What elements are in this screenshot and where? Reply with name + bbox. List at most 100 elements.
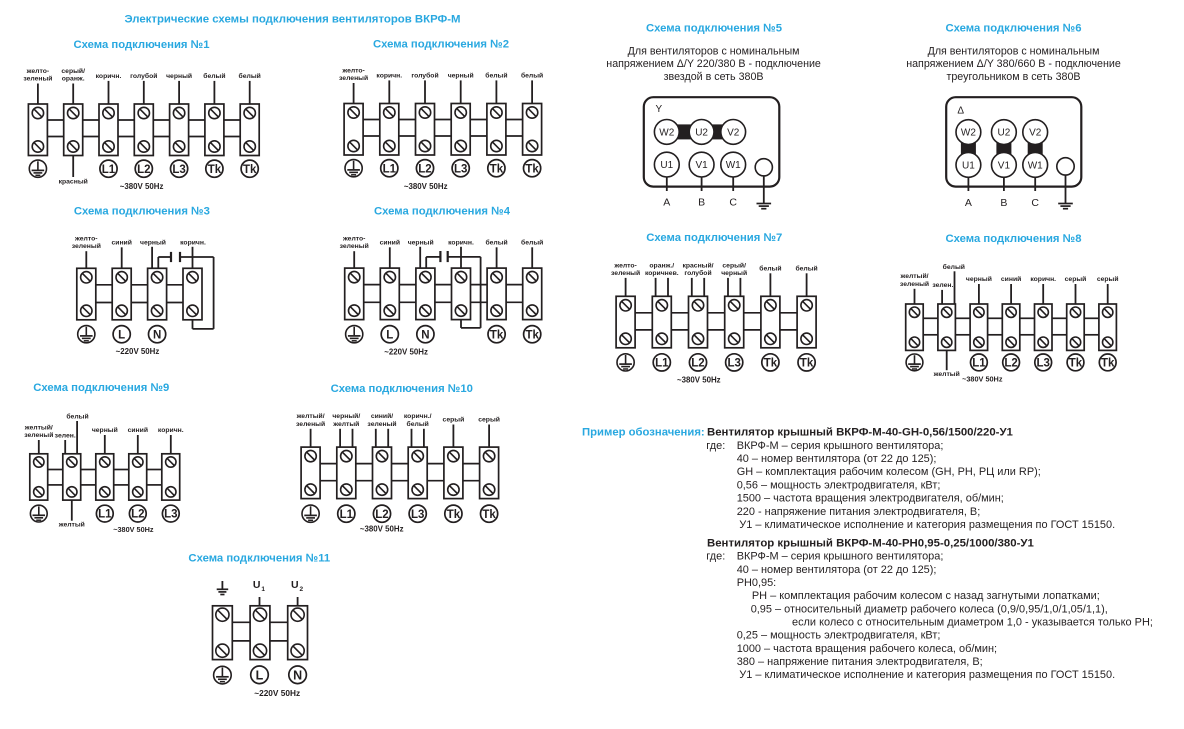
svg-text:оранж./: оранж./ bbox=[649, 262, 674, 269]
svg-text:коричн.: коричн. bbox=[376, 72, 402, 79]
svg-text:черный: черный bbox=[448, 71, 474, 79]
svg-text:Tk: Tk bbox=[764, 358, 778, 370]
svg-text:Вентилятор крышный ВКРФ-М-40-G: Вентилятор крышный ВКРФ-М-40-GH-0,56/150… bbox=[707, 427, 1014, 439]
svg-text:~380V 50Hz: ~380V 50Hz bbox=[677, 376, 721, 385]
svg-text:белый: белый bbox=[407, 420, 429, 428]
svg-text:W2: W2 bbox=[659, 127, 674, 138]
svg-text:красный: красный bbox=[59, 178, 88, 186]
svg-text:белый: белый bbox=[943, 263, 965, 271]
svg-text:2: 2 bbox=[299, 586, 303, 593]
svg-text:L1: L1 bbox=[340, 509, 354, 521]
svg-text:если колесо с относительным ди: если колесо с относительным диаметром 1,… bbox=[792, 617, 1153, 629]
svg-text:голубой: голубой bbox=[130, 72, 157, 80]
svg-text:0,56 – мощность электродвигате: 0,56 – мощность электродвигателя, кВт; bbox=[737, 479, 941, 491]
svg-text:Схема подключения №9: Схема подключения №9 bbox=[33, 382, 169, 394]
svg-text:~380V 50Hz: ~380V 50Hz bbox=[360, 524, 404, 533]
svg-text:Tk: Tk bbox=[208, 164, 222, 176]
svg-text:Tk: Tk bbox=[490, 329, 504, 341]
svg-text:N: N bbox=[421, 329, 429, 341]
svg-text:A: A bbox=[965, 197, 972, 209]
svg-text:A: A bbox=[663, 197, 670, 209]
svg-text:Для вентиляторов с номинальным: Для вентиляторов с номинальным bbox=[628, 46, 800, 58]
svg-text:B: B bbox=[1000, 197, 1007, 209]
svg-text:зелен.: зелен. bbox=[55, 433, 76, 440]
svg-text:~380V 50Hz: ~380V 50Hz bbox=[962, 375, 1003, 384]
svg-text:желтый/: желтый/ bbox=[296, 412, 325, 420]
svg-text:N: N bbox=[293, 668, 302, 682]
svg-text:Y: Y bbox=[656, 104, 663, 115]
svg-text:L2: L2 bbox=[691, 358, 704, 370]
svg-text:Схема подключения №11: Схема подключения №11 bbox=[188, 553, 330, 565]
svg-text:желто-: желто- bbox=[613, 262, 636, 269]
svg-text:Схема подключения №8: Схема подключения №8 bbox=[945, 233, 1081, 245]
svg-text:40 – номер вентилятора (от 22: 40 – номер вентилятора (от 22 до 125); bbox=[737, 453, 937, 465]
svg-text:L: L bbox=[118, 329, 125, 341]
svg-text:Схема подключения №3: Схема подключения №3 bbox=[74, 206, 210, 218]
svg-text:коричн.: коричн. bbox=[180, 239, 206, 246]
svg-text:~220V 50Hz: ~220V 50Hz bbox=[384, 347, 428, 356]
svg-text:РН – комплектация рабочим коле: РН – комплектация рабочим колесом с наза… bbox=[752, 590, 1100, 602]
svg-text:белый: белый bbox=[203, 72, 225, 80]
svg-text:L2: L2 bbox=[137, 164, 150, 176]
svg-text:ВКРФ-М – серия крышного вентил: ВКРФ-М – серия крышного вентилятора; bbox=[737, 551, 944, 563]
svg-text:L3: L3 bbox=[172, 164, 185, 176]
svg-text:L1: L1 bbox=[102, 164, 116, 176]
svg-text:коричн.: коричн. bbox=[96, 73, 122, 80]
svg-text:ВКРФ-М – серия крышного вентил: ВКРФ-М – серия крышного вентилятора; bbox=[737, 440, 944, 452]
svg-text:желто-: желто- bbox=[74, 236, 97, 243]
svg-text:желтый/: желтый/ bbox=[24, 423, 53, 431]
svg-text:380 – напряжение питания элект: 380 – напряжение питания электродвигател… bbox=[737, 656, 983, 668]
svg-text:зеленый: зеленый bbox=[367, 420, 396, 428]
svg-text:белый: белый bbox=[485, 238, 507, 246]
svg-text:У1 – климатическое исполнение: У1 – климатическое исполнение и категори… bbox=[739, 669, 1115, 681]
svg-text:коричн.: коричн. bbox=[1030, 276, 1056, 283]
svg-text:~380V 50Hz: ~380V 50Hz bbox=[113, 525, 154, 534]
svg-text:серый/: серый/ bbox=[61, 67, 85, 75]
svg-text:C: C bbox=[1031, 197, 1039, 209]
svg-text:коричн.: коричн. bbox=[448, 239, 474, 246]
svg-text:~220V 50Hz: ~220V 50Hz bbox=[116, 347, 160, 356]
svg-text:Tk: Tk bbox=[447, 509, 461, 521]
svg-text:черный/: черный/ bbox=[332, 412, 360, 420]
svg-text:зелен.: зелен. bbox=[932, 282, 953, 289]
svg-text:B: B bbox=[698, 197, 705, 209]
svg-text:белый: белый bbox=[485, 71, 507, 79]
svg-text:Для вентиляторов с номинальным: Для вентиляторов с номинальным bbox=[928, 46, 1100, 58]
svg-text:L3: L3 bbox=[164, 509, 177, 521]
svg-text:черный: черный bbox=[166, 72, 192, 80]
svg-text:серый: серый bbox=[443, 416, 465, 424]
svg-text:белый: белый bbox=[521, 71, 543, 79]
svg-text:0,25 – мощность электродвигате: 0,25 – мощность электродвигателя, кВт; bbox=[737, 630, 941, 642]
svg-text:~220V 50Hz: ~220V 50Hz bbox=[254, 688, 300, 698]
svg-text:треугольником в сеть 380В: треугольником в сеть 380В bbox=[946, 71, 1080, 83]
svg-text:N: N bbox=[153, 329, 161, 341]
svg-text:зеленый: зеленый bbox=[340, 242, 369, 250]
svg-text:U1: U1 bbox=[660, 160, 673, 171]
svg-text:40 – номер вентилятора (от 22: 40 – номер вентилятора (от 22 до 125); bbox=[737, 564, 937, 576]
svg-text:желтый: желтый bbox=[933, 370, 960, 378]
svg-text:U2: U2 bbox=[998, 128, 1011, 139]
svg-text:L: L bbox=[256, 668, 264, 682]
svg-text:зеленый: зеленый bbox=[23, 75, 52, 83]
svg-text:~380V 50Hz: ~380V 50Hz bbox=[120, 182, 164, 191]
svg-text:коричн./: коричн./ bbox=[404, 413, 432, 420]
svg-text:L3: L3 bbox=[411, 509, 424, 521]
svg-text:синий: синий bbox=[1001, 275, 1021, 283]
svg-text:серый: серый bbox=[1065, 275, 1087, 283]
svg-text:W1: W1 bbox=[1028, 160, 1043, 171]
svg-text:GH – комплектация рабочим коле: GH – комплектация рабочим колесом (GH, Р… bbox=[737, 466, 1041, 478]
svg-text:напряжением Δ/Y 380/660 В - по: напряжением Δ/Y 380/660 В - подключение bbox=[906, 58, 1121, 70]
svg-text:Tk: Tk bbox=[490, 163, 504, 175]
svg-text:зеленый: зеленый bbox=[24, 431, 53, 439]
svg-text:L1: L1 bbox=[383, 163, 397, 175]
svg-text:Tk: Tk bbox=[1101, 358, 1115, 370]
svg-text:L1: L1 bbox=[655, 358, 669, 370]
svg-text:напряжением Δ/Y 220/380 В - по: напряжением Δ/Y 220/380 В - подключение bbox=[606, 58, 821, 70]
svg-text:черный: черный bbox=[966, 275, 992, 283]
svg-text:серый: серый bbox=[478, 416, 500, 424]
svg-text:зеленый: зеленый bbox=[72, 242, 101, 250]
svg-text:Схема подключения №4: Схема подключения №4 bbox=[374, 206, 511, 218]
svg-text:оранж.: оранж. bbox=[62, 76, 85, 83]
svg-text:220 - напряжение питания элект: 220 - напряжение питания электродвигател… bbox=[737, 506, 981, 518]
svg-text:черный: черный bbox=[408, 238, 434, 246]
